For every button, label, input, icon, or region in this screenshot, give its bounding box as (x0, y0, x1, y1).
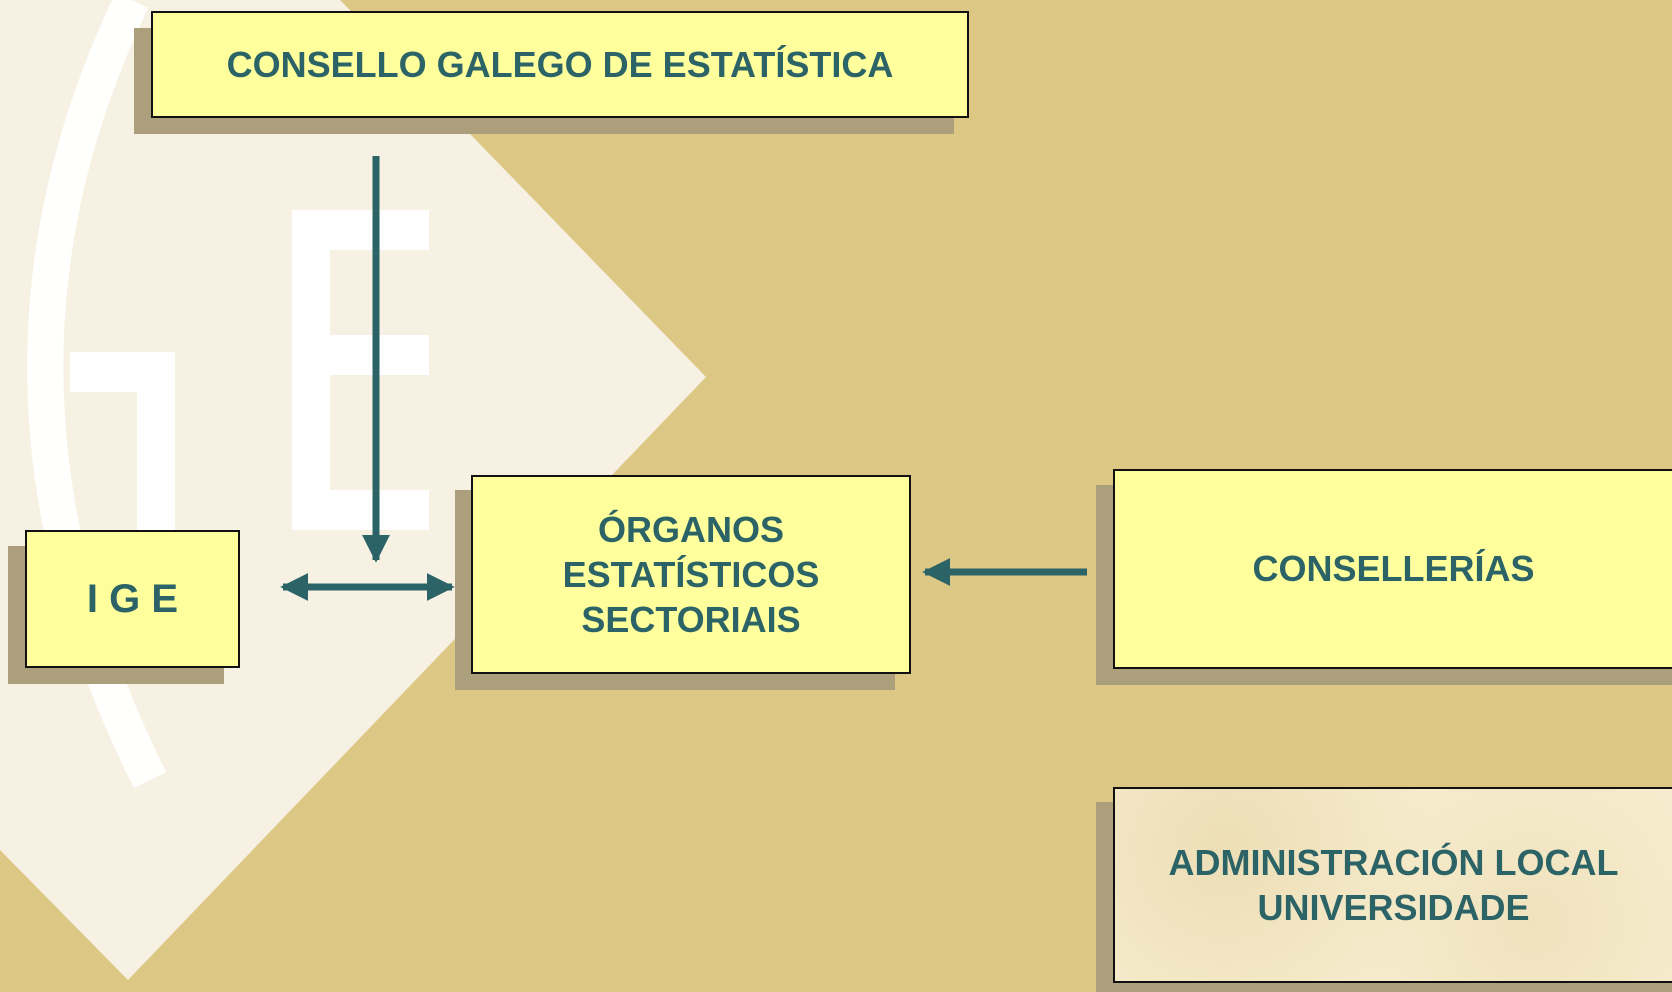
organos-label-line: ÓRGANOS (597, 509, 784, 550)
organos-box: ÓRGANOS ESTATÍSTICOS SECTORIAIS (471, 475, 911, 674)
consellerias-label: CONSELLERÍAS (1252, 548, 1535, 589)
ige-box: I G E (25, 530, 240, 668)
admin-label-line: ADMINISTRACIÓN LOCAL (1168, 842, 1619, 883)
organos-label-line: SECTORIAIS (581, 599, 801, 640)
consello-label: CONSELLO GALEGO DE ESTATÍSTICA (226, 43, 894, 85)
organos-label-line: ESTATÍSTICOS (562, 554, 820, 595)
admin-label-line: UNIVERSIDADE (1257, 887, 1530, 928)
admin-box: ADMINISTRACIÓN LOCAL UNIVERSIDADE (1113, 787, 1672, 983)
ige-label: I G E (86, 576, 179, 621)
consello-box: CONSELLO GALEGO DE ESTATÍSTICA (151, 11, 969, 118)
consellerias-box: CONSELLERÍAS (1113, 469, 1672, 669)
